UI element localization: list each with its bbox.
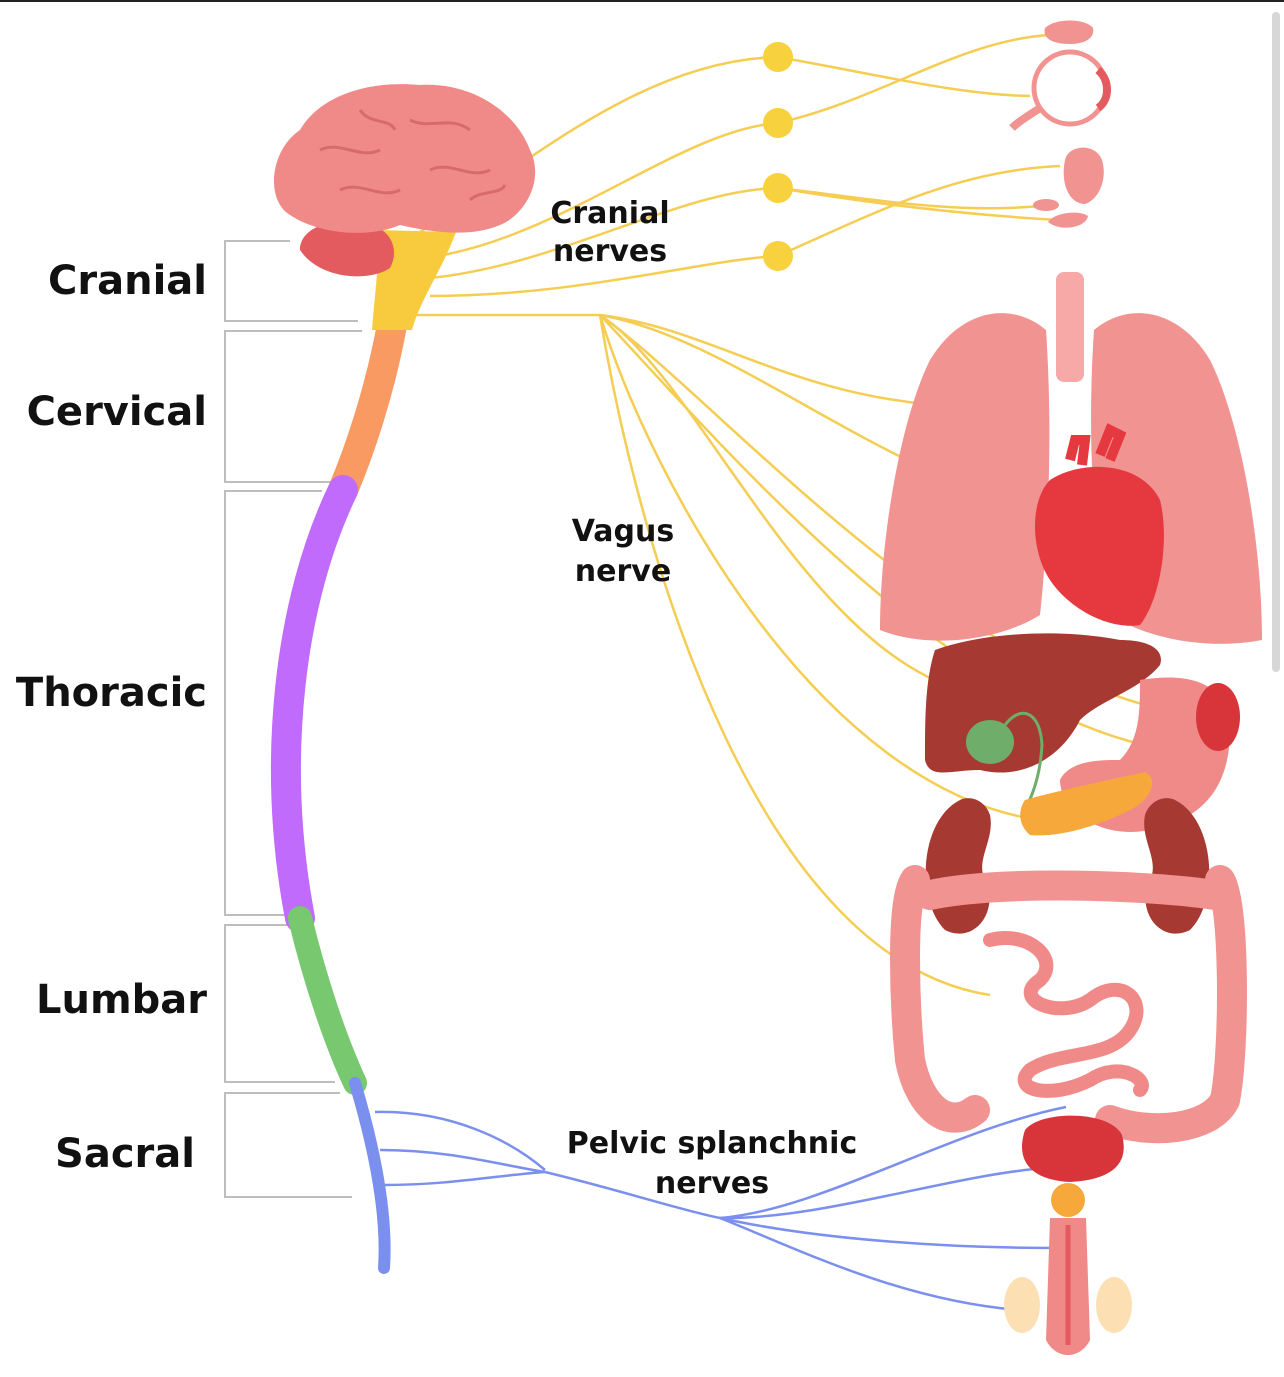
lacrimal-gland-icon <box>1044 20 1094 44</box>
ganglion-3 <box>763 173 793 203</box>
spine-segment-thoracic <box>271 475 358 933</box>
bracket-sacral <box>224 1092 352 1198</box>
eye-icon <box>1009 49 1111 131</box>
region-label-sacral: Sacral <box>55 1131 195 1177</box>
heart-icon <box>1035 423 1164 626</box>
region-label-cervical: Cervical <box>27 389 207 435</box>
ganglia <box>763 42 793 271</box>
cranial-nerves-label-line2: nerves <box>553 234 667 269</box>
region-label-cranial: Cranial <box>48 258 207 304</box>
cranial-nerves-label-line1: Cranial <box>550 196 669 231</box>
salivary-gland-icon <box>1033 147 1104 228</box>
vagus-nerve-label-line1: Vagus <box>572 514 675 549</box>
ganglion-1 <box>763 42 793 72</box>
spinal-cord <box>271 310 407 1274</box>
pelvic-nerve-lines <box>374 1105 1067 1312</box>
pelvic-nerves-label-line1: Pelvic splanchnic <box>567 1126 857 1161</box>
genitals-icon <box>1004 1218 1132 1355</box>
top-border <box>0 0 1284 2</box>
spine-segment-lumbar <box>288 906 367 1095</box>
bracket-cranial <box>224 240 358 322</box>
intestine-icon <box>890 865 1247 1144</box>
vagus-nerve-label-line2: nerve <box>575 554 671 589</box>
cranial-nerve-lines <box>419 33 1061 298</box>
region-brackets <box>224 240 362 1198</box>
brain-icon <box>273 84 536 330</box>
pancreas-icon <box>1020 772 1153 836</box>
bracket-thoracic <box>224 490 322 916</box>
region-label-lumbar: Lumbar <box>36 977 207 1023</box>
bracket-cervical <box>224 330 362 483</box>
scrollbar[interactable] <box>1272 12 1280 672</box>
region-label-thoracic: Thoracic <box>16 670 207 716</box>
spine-segment-cervical <box>328 310 407 505</box>
bracket-lumbar <box>224 924 335 1083</box>
bladder-icon <box>1022 1115 1124 1217</box>
spine-segment-sacral <box>349 1077 391 1274</box>
pelvic-nerves-label-line2: nerves <box>655 1166 769 1201</box>
ganglion-4 <box>763 241 793 271</box>
ganglion-2 <box>763 108 793 138</box>
gallbladder-icon <box>966 712 1044 811</box>
